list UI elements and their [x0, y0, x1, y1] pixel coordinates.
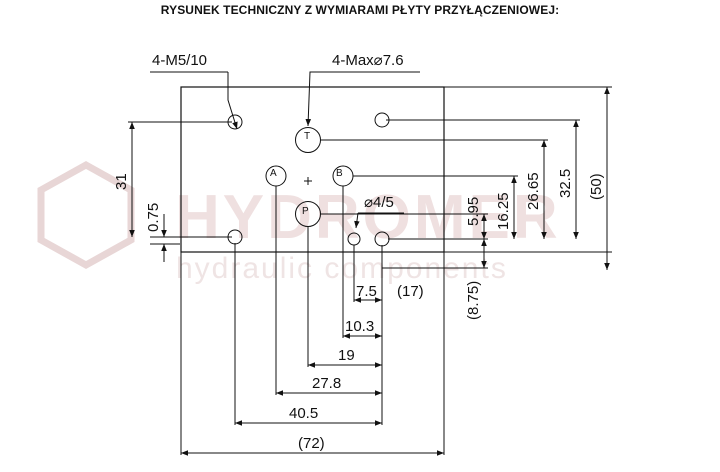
port-a-label: A: [270, 168, 277, 179]
dim-text-19: 19: [338, 347, 355, 364]
pin-leader: [354, 212, 360, 229]
port-t-label: T: [304, 131, 310, 142]
dim-text-16.25: 16.25: [495, 192, 512, 230]
dim-text-10.3: 10.3: [345, 318, 374, 335]
watermark: HYDROMER hydraulic components: [37, 160, 561, 285]
dim-text-72: (72): [298, 435, 325, 452]
port-b-label: B: [336, 168, 343, 179]
dim-text-7.5: 7.5: [356, 283, 377, 300]
callout-bore: 4-Max⌀7.6: [332, 52, 404, 69]
port-p-label: P: [302, 206, 309, 217]
dim-text-8.75: (8.75): [465, 281, 482, 320]
bore-leader: [305, 71, 330, 127]
callout-thread: 4-M5/10: [152, 52, 207, 69]
plate-outline: [180, 86, 445, 253]
dim-text-32.5: 32.5: [557, 169, 574, 198]
callout-pin: ⌀4/5: [364, 194, 394, 211]
dim-text-26.65: 26.65: [525, 172, 542, 210]
thread-leader: [227, 72, 238, 130]
dim-text-0.75: 0.75: [145, 203, 162, 232]
watermark-brand: HYDROMER: [175, 183, 561, 252]
dim-text-5.95: 5.95: [465, 197, 482, 226]
dim-text-27.8: 27.8: [312, 375, 341, 392]
dim-text-17: (17): [397, 283, 424, 300]
dim-text-40.5: 40.5: [289, 405, 318, 422]
dim-text-31: 31: [113, 173, 130, 190]
dim-text-50: (50): [588, 173, 605, 200]
drawing-title: RYSUNEK TECHNICZNY Z WYMIARAMI PŁYTY PRZ…: [160, 3, 560, 17]
